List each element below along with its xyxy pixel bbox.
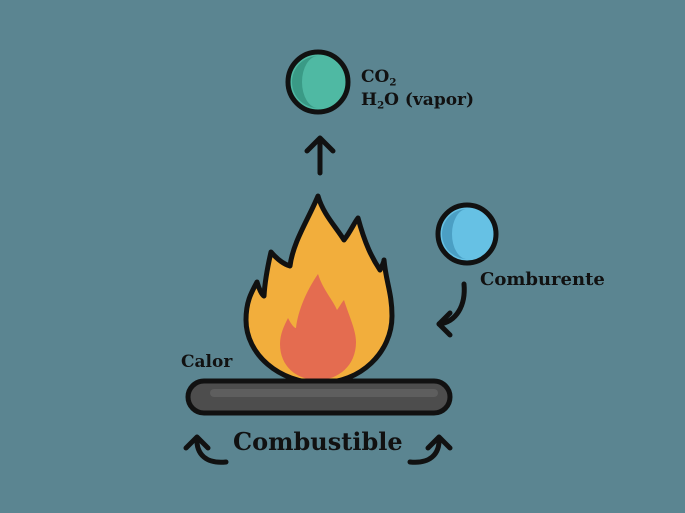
fuel-log-icon [185, 378, 453, 416]
oxidizer-molecule-icon [435, 202, 499, 266]
arrow-up-icon [304, 135, 336, 176]
calor-label: Calor [181, 352, 233, 372]
flame-icon [243, 193, 395, 386]
comburente-label: Comburente [480, 269, 605, 290]
co2-label: CO2 [361, 67, 397, 89]
combustible-label: Combustible [233, 427, 403, 456]
oxidizer-curved-arrow-icon [436, 281, 467, 338]
right-curved-arrow-icon [407, 434, 453, 465]
products-molecule-icon [285, 49, 351, 115]
h2o-vapor-label: H2O (vapor) [361, 90, 475, 112]
left-curved-arrow-icon [183, 434, 229, 465]
